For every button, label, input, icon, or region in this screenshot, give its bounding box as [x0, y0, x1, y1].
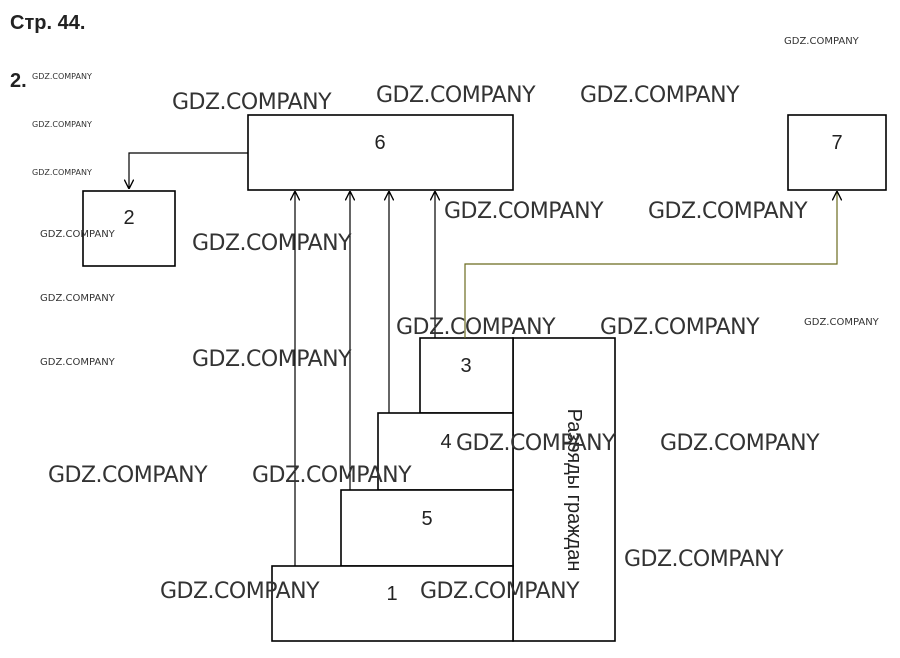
watermark: GDZ.COMPANY — [580, 83, 740, 108]
watermark: GDZ.COMPANY — [40, 357, 116, 368]
box-4-label: 4 — [440, 431, 451, 453]
watermark: GDZ.COMPANY — [444, 199, 604, 224]
watermark: GDZ.COMPANY — [192, 231, 352, 256]
watermark: GDZ.COMPANY — [48, 463, 208, 488]
watermark: GDZ.COMPANY — [376, 83, 536, 108]
arrow-6-to-2 — [129, 152, 248, 188]
watermark: GDZ.COMPANY — [32, 120, 92, 129]
watermark: GDZ.COMPANY — [32, 72, 92, 81]
watermark: GDZ.COMPANY — [40, 293, 116, 304]
watermark: GDZ.COMPANY — [252, 463, 412, 488]
box-4 — [377, 412, 514, 491]
watermark: GDZ.COMPANY — [456, 431, 616, 456]
box-5 — [340, 489, 514, 567]
watermark: GDZ.COMPANY — [600, 315, 760, 340]
side-box — [512, 337, 616, 642]
box-6-label: 6 — [374, 132, 385, 154]
watermark: GDZ.COMPANY — [40, 229, 116, 240]
watermark: GDZ.COMPANY — [396, 315, 556, 340]
box-2-label: 2 — [123, 207, 134, 229]
box-3-label: 3 — [460, 355, 471, 377]
watermark: GDZ.COMPANY — [192, 347, 352, 372]
page-number-heading: Стр. 44. — [10, 12, 86, 34]
watermark: GDZ.COMPANY — [648, 199, 808, 224]
watermark: GDZ.COMPANY — [624, 547, 784, 572]
box-1-label: 1 — [386, 583, 397, 605]
watermark: GDZ.COMPANY — [784, 36, 860, 47]
watermark: GDZ.COMPANY — [32, 168, 92, 177]
box-2 — [82, 190, 176, 267]
watermark: GDZ.COMPANY — [804, 317, 880, 328]
watermark: GDZ.COMPANY — [420, 579, 580, 604]
side-box-label: Разряды граждан — [563, 409, 585, 572]
box-1 — [271, 565, 514, 642]
box-7-label: 7 — [831, 132, 842, 154]
watermark: GDZ.COMPANY — [172, 90, 332, 115]
task-number: 2. — [10, 70, 27, 92]
box-5-label: 5 — [421, 508, 432, 530]
arrow-3-to-7 — [464, 192, 837, 338]
watermark: GDZ.COMPANY — [160, 579, 320, 604]
watermark: GDZ.COMPANY — [660, 431, 820, 456]
box-6 — [247, 114, 514, 191]
box-3 — [419, 337, 514, 414]
box-7 — [787, 114, 887, 191]
